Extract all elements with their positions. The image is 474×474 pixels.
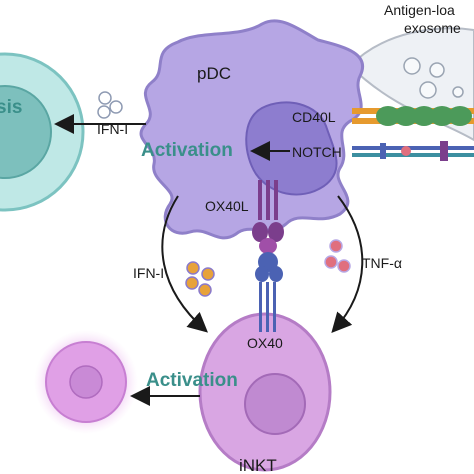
pdc-nucleus: [245, 101, 338, 196]
activation-bottom-label: Activation: [146, 370, 238, 391]
arrow-ifn-to-inkt: [161, 195, 208, 333]
ifn-mid-label: IFN-I: [133, 265, 164, 281]
inkt-label: iNKT: [239, 456, 277, 474]
ifn-particles-top: [97, 91, 123, 119]
ifn-particles-mid: [185, 261, 215, 297]
ox40-receptor: [255, 252, 283, 332]
partial-left-label: sis: [0, 97, 22, 118]
inkt-cell: [198, 312, 332, 472]
arrow-tnf-to-inkt: [331, 195, 364, 333]
small-activated-cell: [34, 330, 138, 434]
tnf-particles: [324, 239, 351, 273]
cd40l-label: CD40L: [292, 109, 336, 125]
ox40l-label: OX40L: [205, 198, 249, 214]
antigen-label-line1: Antigen-loa: [384, 2, 455, 18]
tnf-label: TNF-α: [362, 255, 402, 271]
cd40-receptor: [352, 106, 474, 126]
left-cell: [0, 52, 85, 212]
ox40l-ligand: [252, 180, 284, 254]
activation-top-label: Activation: [141, 140, 233, 161]
ox40-label: OX40: [247, 335, 283, 351]
notch-label: NOTCH: [292, 144, 342, 160]
pdc-label: pDC: [197, 64, 231, 83]
notch-receptor: [352, 141, 474, 161]
antigen-label-line2: exosome: [404, 20, 461, 36]
